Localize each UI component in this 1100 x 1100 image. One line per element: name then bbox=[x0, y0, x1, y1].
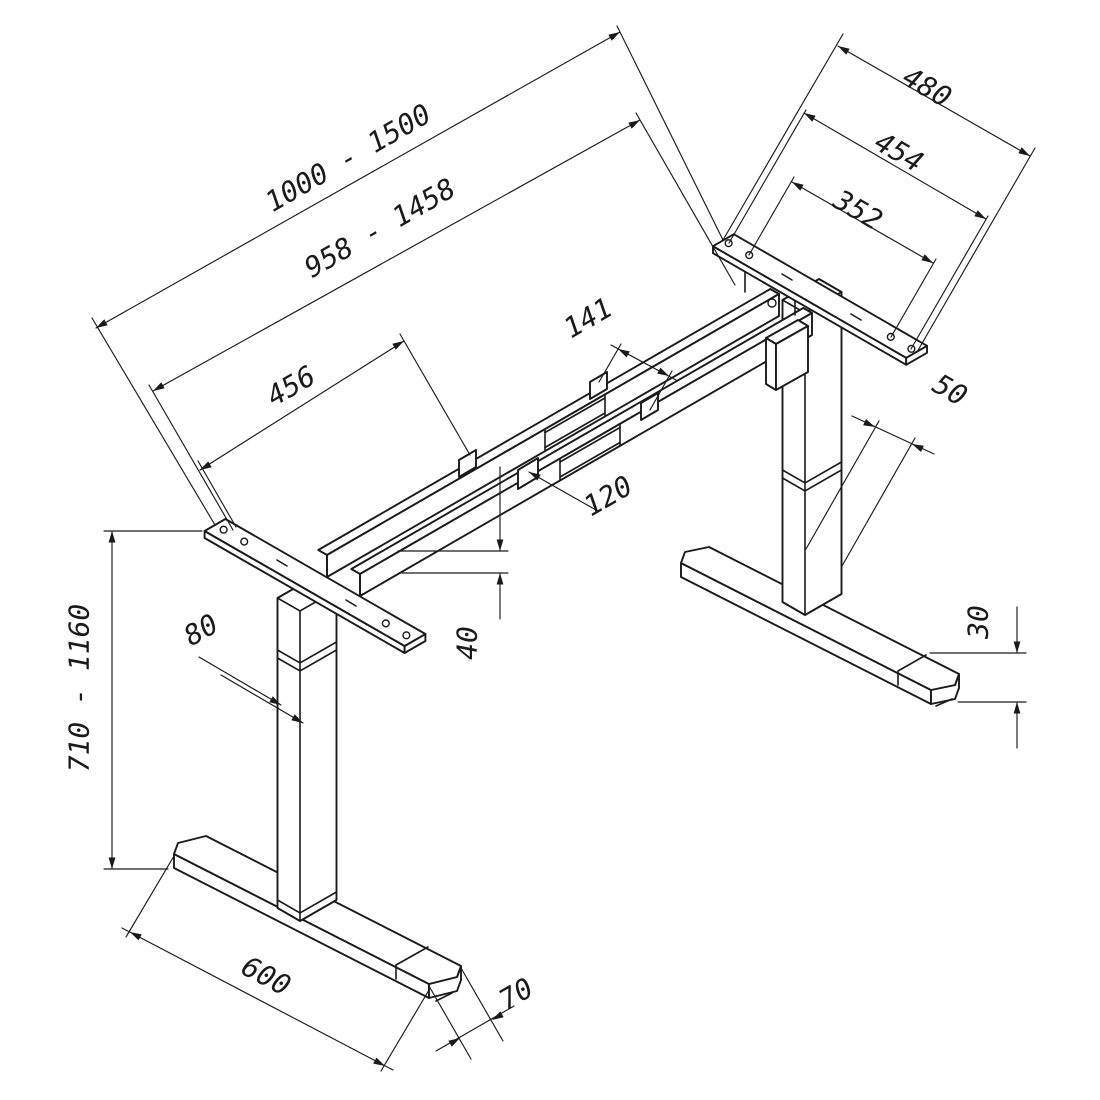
desk-frame bbox=[173, 233, 960, 1002]
dim-label-rail-spacing: 141 bbox=[558, 291, 618, 345]
dim-label-column-width: 80 bbox=[178, 607, 224, 652]
dim-label-foot-length: 600 bbox=[236, 950, 296, 1003]
dimension-crossbar-height: 40 bbox=[397, 466, 509, 660]
dim-label-rail-segment: 456 bbox=[261, 359, 321, 413]
left-column bbox=[276, 576, 338, 922]
dim-label-crossbar-height: 40 bbox=[451, 626, 484, 660]
dimension-frame-width-inner: 958 - 1458 bbox=[148, 112, 736, 531]
dim-label-bracket-holes-inner: 352 bbox=[827, 183, 888, 237]
dim-label-foot-height: 30 bbox=[962, 605, 995, 640]
dim-label-foot-width: 70 bbox=[493, 971, 539, 1016]
dim-label-bracket-holes-outer: 454 bbox=[869, 125, 929, 179]
dim-label-crossbar-width: 120 bbox=[578, 469, 638, 523]
control-box bbox=[765, 319, 809, 391]
dim-label-height-range: 710 - 1160 bbox=[63, 604, 96, 773]
right-foot bbox=[680, 546, 960, 707]
right-top-bracket bbox=[712, 233, 928, 366]
dim-label-column-depth: 50 bbox=[927, 367, 973, 412]
crossbar-rails bbox=[317, 288, 813, 597]
dimension-height-range: 710 - 1160 bbox=[63, 530, 203, 870]
dim-label-bracket-length: 480 bbox=[897, 60, 957, 114]
rail-mounting-tabs bbox=[458, 371, 659, 490]
left-top-bracket bbox=[203, 518, 427, 654]
dimension-foot-height: 30 bbox=[929, 605, 1027, 749]
